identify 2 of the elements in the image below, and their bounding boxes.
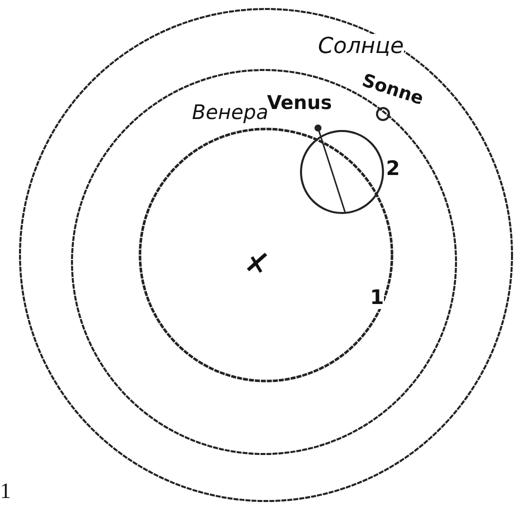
planet-name: Солнце bbox=[318, 34, 404, 59]
planet-name: Venus bbox=[267, 92, 332, 114]
